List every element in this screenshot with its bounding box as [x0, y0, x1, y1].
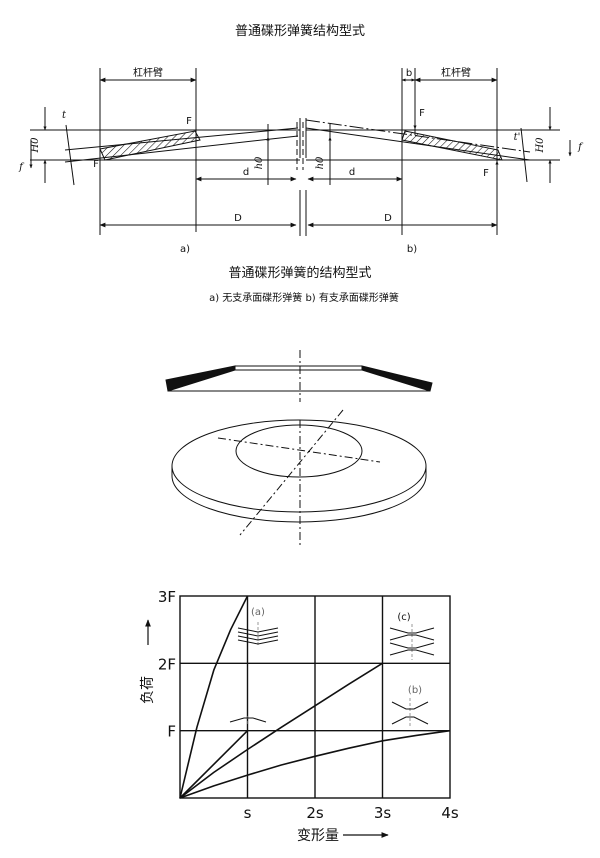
h0-label-a: H0: [30, 137, 41, 154]
t-label-a: t: [62, 110, 67, 121]
x-axis-label: 变形量: [297, 828, 339, 844]
disc-section-a: [99, 130, 201, 161]
series-line-1: [179, 595, 249, 799]
section-title: 普通碟形弹簧的结构型式: [228, 265, 371, 281]
force-label-b-top: F: [419, 108, 425, 119]
force-label-a-top: F: [186, 116, 192, 127]
y-tick-label: 3F: [158, 588, 176, 606]
y-axis-label: 负荷: [140, 676, 156, 704]
y-axis-title: 负荷: [140, 619, 156, 704]
sub-label-a: a): [180, 244, 190, 255]
diagram-b: [302, 68, 572, 236]
top-title: 普通碟形弹簧结构型式: [235, 23, 365, 39]
b-label: b: [406, 68, 412, 79]
chart-ticks: s 2s 3s 4s F 2F 3F: [158, 588, 459, 822]
diagram-a: [29, 68, 301, 236]
x-tick-label: s: [244, 804, 252, 822]
series-line-2: [179, 730, 249, 799]
y-tick-label: 2F: [158, 655, 176, 673]
disc-spring-perspective: [171, 409, 427, 545]
series-line-4: [179, 729, 451, 799]
chart-grid: [179, 595, 451, 799]
f-label-a: f: [18, 162, 25, 173]
series-line-3: [179, 662, 383, 799]
d-label-a: d: [243, 167, 249, 178]
y-tick-label: F: [167, 723, 176, 741]
lever-arm-label-b: 杠杆臂: [441, 66, 471, 79]
lever-arm-label-a: 杠杆臂: [133, 66, 163, 79]
caption: a) 无支承面碟形弹簧 b) 有支承面碟形弹簧: [209, 291, 399, 304]
diagram-a-labels: 杠杆臂 F F H0 f t h0 d D a): [18, 66, 265, 255]
annotation-a: (a): [251, 607, 265, 618]
disc-spring-section-view: [165, 350, 433, 402]
annotation-c: (c): [397, 612, 410, 623]
sub-label-b: b): [407, 244, 417, 255]
spring-stack-icon-a: (a): [237, 607, 279, 645]
t-label-b: t': [514, 132, 521, 143]
annotation-b: (b): [408, 685, 422, 696]
x-axis-title: 变形量: [297, 828, 389, 844]
outer-d-label-b: D: [384, 213, 392, 224]
x-tick-label: 4s: [441, 804, 459, 822]
h0-label-b: H0: [535, 137, 546, 154]
spring-stack-icon-b: (b): [391, 685, 429, 728]
small-h0-label-b: h0: [315, 156, 326, 169]
force-label-b-bottom: F: [483, 168, 489, 179]
x-tick-label: 3s: [374, 804, 392, 822]
load-deflection-chart: s 2s 3s 4s F 2F 3F: [158, 588, 459, 822]
single-spring-icon: [229, 716, 267, 726]
force-label-a-bottom: F: [93, 159, 99, 170]
f-label-b: f: [577, 142, 584, 153]
diagram-b-labels: b 杠杆臂 F F H0 f t' h0 d D b): [315, 66, 584, 255]
d-label-b: d: [349, 167, 355, 178]
small-h0-label-a: h0: [254, 156, 265, 169]
chart-series: [179, 595, 451, 799]
spring-stack-icon-c: (c): [389, 612, 435, 660]
x-tick-label: 2s: [306, 804, 324, 822]
outer-d-label-a: D: [234, 213, 242, 224]
